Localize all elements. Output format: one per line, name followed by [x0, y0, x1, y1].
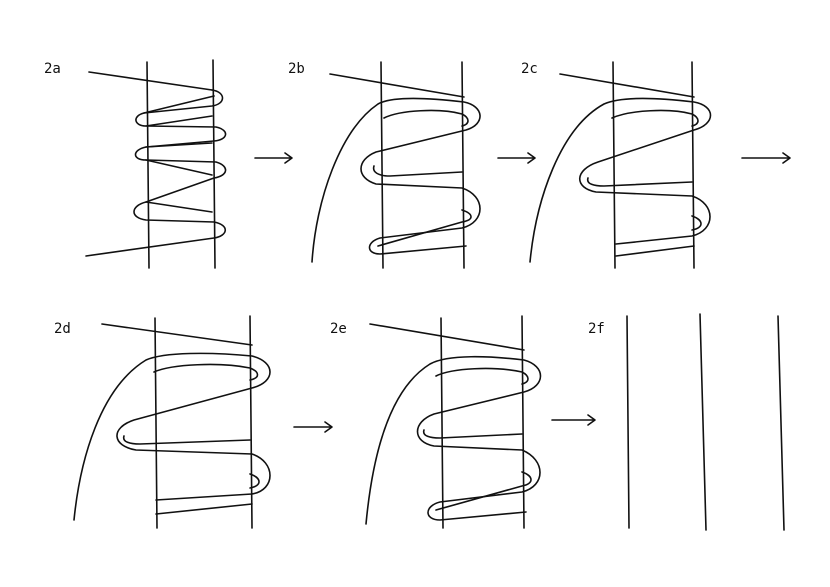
loop-outer	[311, 97, 481, 263]
loop-inner	[122, 363, 260, 489]
panel-label-2f: 2f	[588, 321, 605, 337]
panel-2c: 2c	[521, 61, 712, 269]
post-right	[521, 315, 525, 529]
coil-inner	[143, 95, 215, 213]
arrow-right-icon	[551, 414, 596, 426]
arrow-right-icon	[497, 152, 536, 164]
arrow-right-icon	[293, 421, 333, 433]
post-left	[380, 61, 384, 269]
vertical-strand	[626, 315, 630, 529]
panel-label-2a: 2a	[44, 61, 61, 77]
panel-2a: 2a	[44, 59, 227, 269]
post-right	[691, 61, 695, 269]
post-right	[249, 315, 253, 529]
panel-label-2e: 2e	[330, 321, 347, 337]
vertical-strand	[777, 315, 785, 531]
panel-label-2d: 2d	[54, 321, 71, 337]
strand-top	[369, 323, 525, 351]
loop-outer	[73, 352, 271, 521]
strand-top	[101, 323, 253, 346]
post-left	[440, 317, 444, 529]
post-left	[612, 61, 616, 269]
arrow-right-icon	[741, 152, 791, 164]
panel-2d: 2d	[54, 315, 271, 529]
panel-2f: 2f	[588, 313, 785, 531]
post-right	[212, 59, 216, 269]
panel-2e: 2e	[330, 315, 542, 529]
post-left	[146, 61, 150, 269]
panel-label-2b: 2b	[288, 61, 305, 77]
panel-label-2c: 2c	[521, 61, 538, 77]
loop-outer	[529, 97, 712, 263]
loop-inner	[372, 109, 472, 247]
loop-inner	[586, 109, 702, 231]
arrow-right-icon	[254, 152, 293, 164]
panel-2b: 2b	[288, 61, 481, 269]
strand-top	[329, 73, 465, 98]
loop-inner	[422, 367, 532, 511]
vertical-strand	[699, 313, 707, 531]
post-left	[154, 317, 158, 529]
loop-outer	[365, 355, 542, 525]
post-right	[461, 61, 465, 269]
coil-strand	[85, 89, 227, 257]
strand-top	[88, 71, 213, 91]
strand-top	[559, 73, 695, 98]
